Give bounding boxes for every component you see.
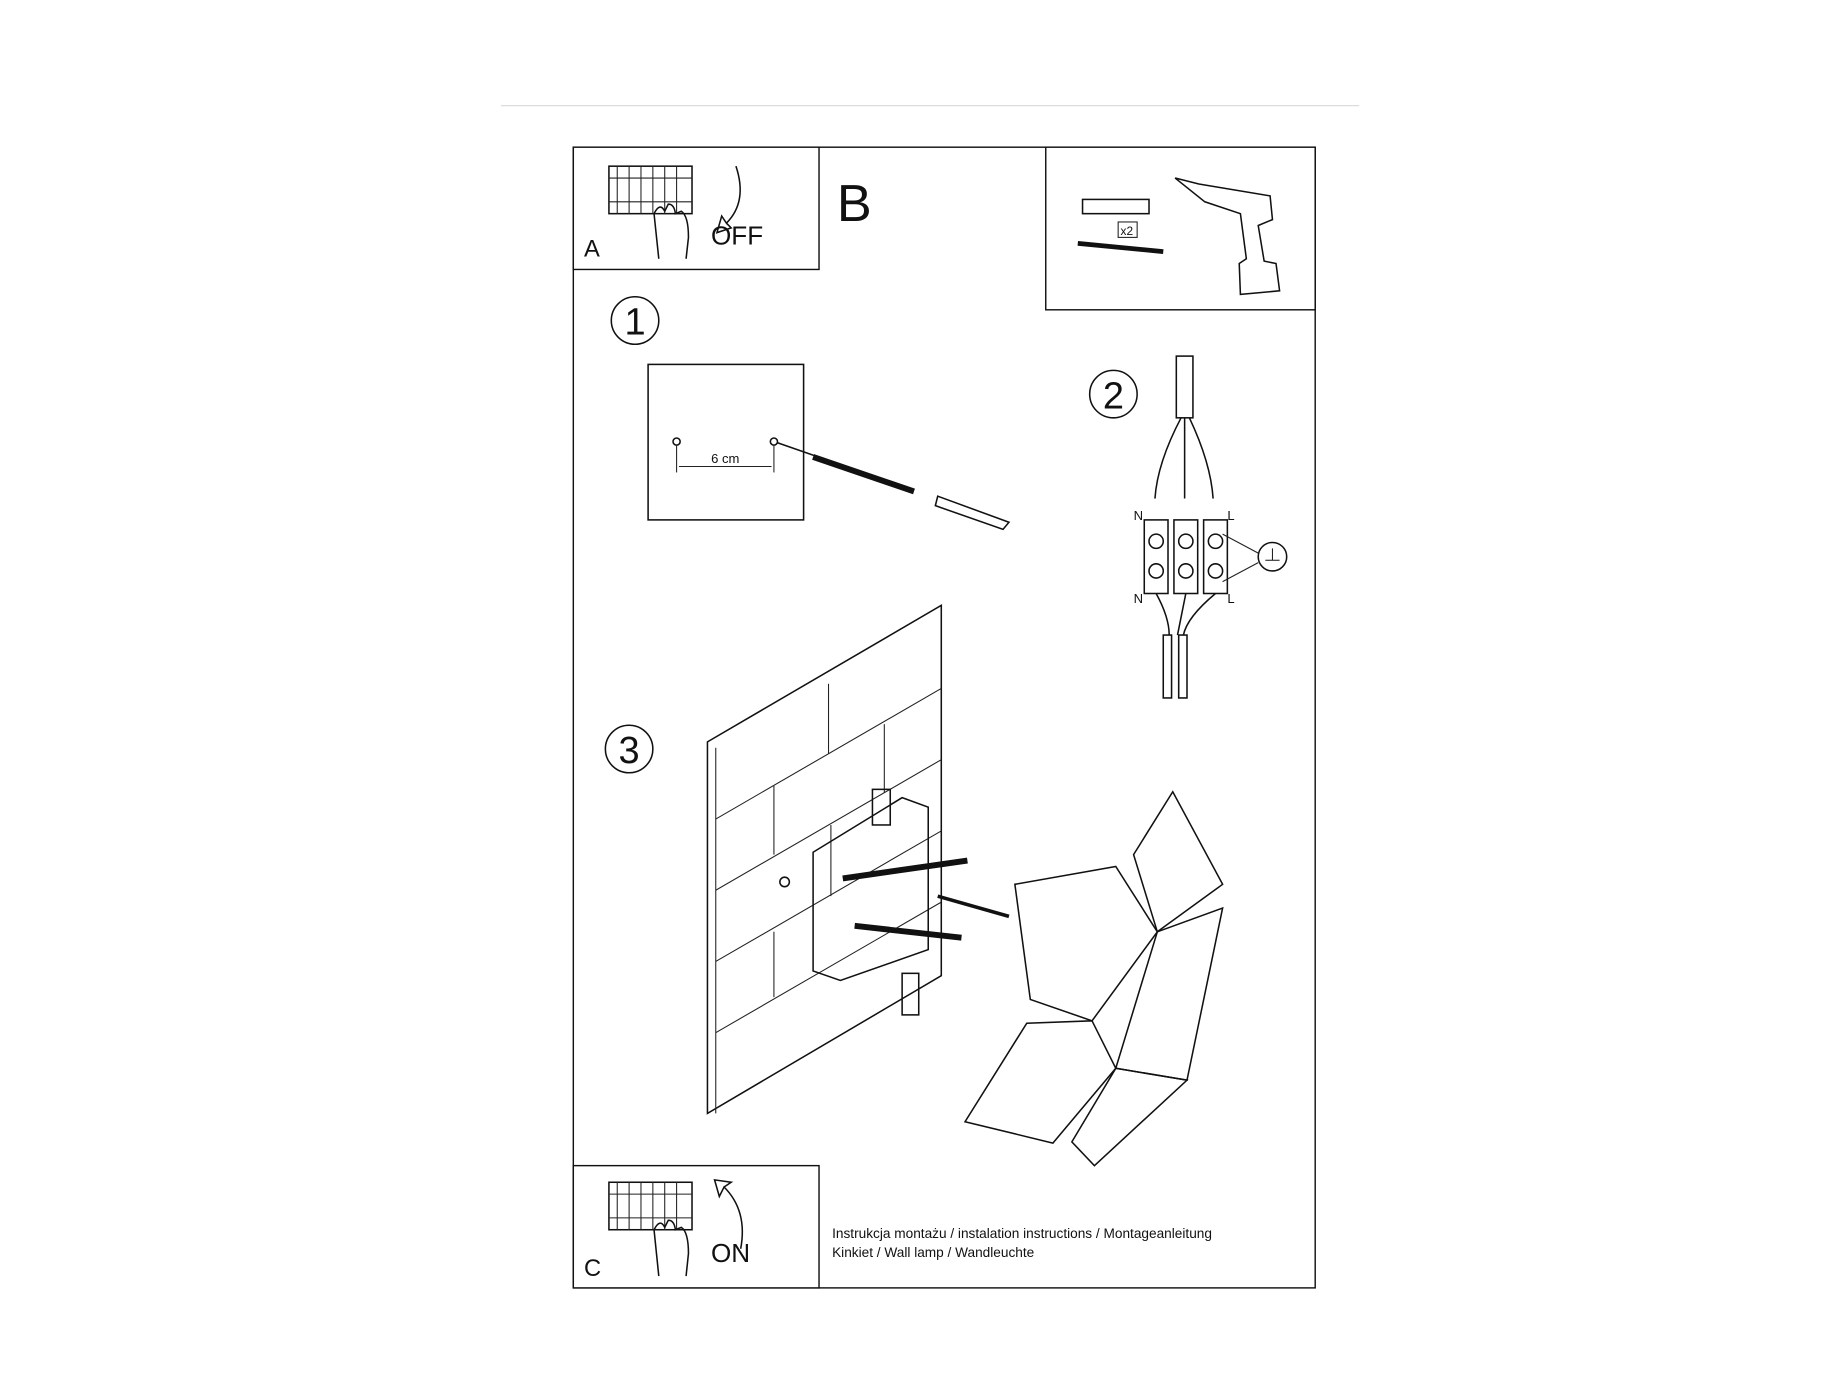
quantity-label: x2: [1121, 224, 1134, 238]
neutral-label-bottom: N: [1134, 591, 1143, 606]
panel-a-label: OFF: [711, 221, 763, 251]
step-2-wiring-diagram: N L N L: [1134, 355, 1288, 699]
step-1-number: 1: [624, 302, 645, 344]
panel-c-label: ON: [711, 1238, 750, 1268]
wall-plug-icon: [1081, 198, 1150, 215]
breaker-box-icon: [608, 165, 693, 215]
screw-icon: [937, 894, 1010, 919]
wall-icon: [706, 604, 943, 1115]
step-1-drilling-diagram: 6 cm: [647, 363, 1011, 531]
live-label-bottom: L: [1227, 591, 1234, 606]
arrow-up-icon: [713, 1178, 744, 1249]
hand-icon: [653, 1219, 690, 1277]
tools-panel: x2: [1045, 146, 1316, 311]
ground-icon: [1257, 541, 1288, 572]
step-2-badge: [1088, 369, 1138, 419]
step-3-number: 3: [619, 730, 640, 772]
neutral-label-top: N: [1134, 508, 1143, 523]
arrow-down-icon: [715, 165, 741, 234]
hand-icon: [653, 203, 690, 259]
breaker-box-icon: [608, 1181, 693, 1231]
step-3-mounting-diagram: [706, 604, 1224, 1167]
drill-icon: [1174, 177, 1281, 296]
wall-plug-icon: [934, 495, 1011, 531]
live-label-top: L: [1227, 508, 1234, 523]
panel-a-letter: A: [584, 236, 600, 262]
page-frame: [572, 146, 1316, 1289]
footer-instructions-title: Instrukcja montażu / instalation instruc…: [832, 1226, 1212, 1241]
step-1-badge: [610, 295, 660, 346]
step-3-badge: [604, 724, 654, 774]
panel-b-letter: B: [837, 175, 872, 233]
panel-c-letter: C: [584, 1256, 601, 1282]
step-2-number: 2: [1103, 375, 1124, 417]
lamp-shade: [1014, 865, 1159, 1022]
screw-icon: [1077, 240, 1164, 255]
distance-label: 6 cm: [711, 451, 739, 466]
mounting-bracket: [812, 796, 930, 982]
panel-a-switch-off: A OFF: [572, 146, 820, 271]
footer-product-name: Kinkiet / Wall lamp / Wandleuchte: [832, 1245, 1034, 1260]
panel-c-switch-on: C ON: [572, 1164, 820, 1289]
